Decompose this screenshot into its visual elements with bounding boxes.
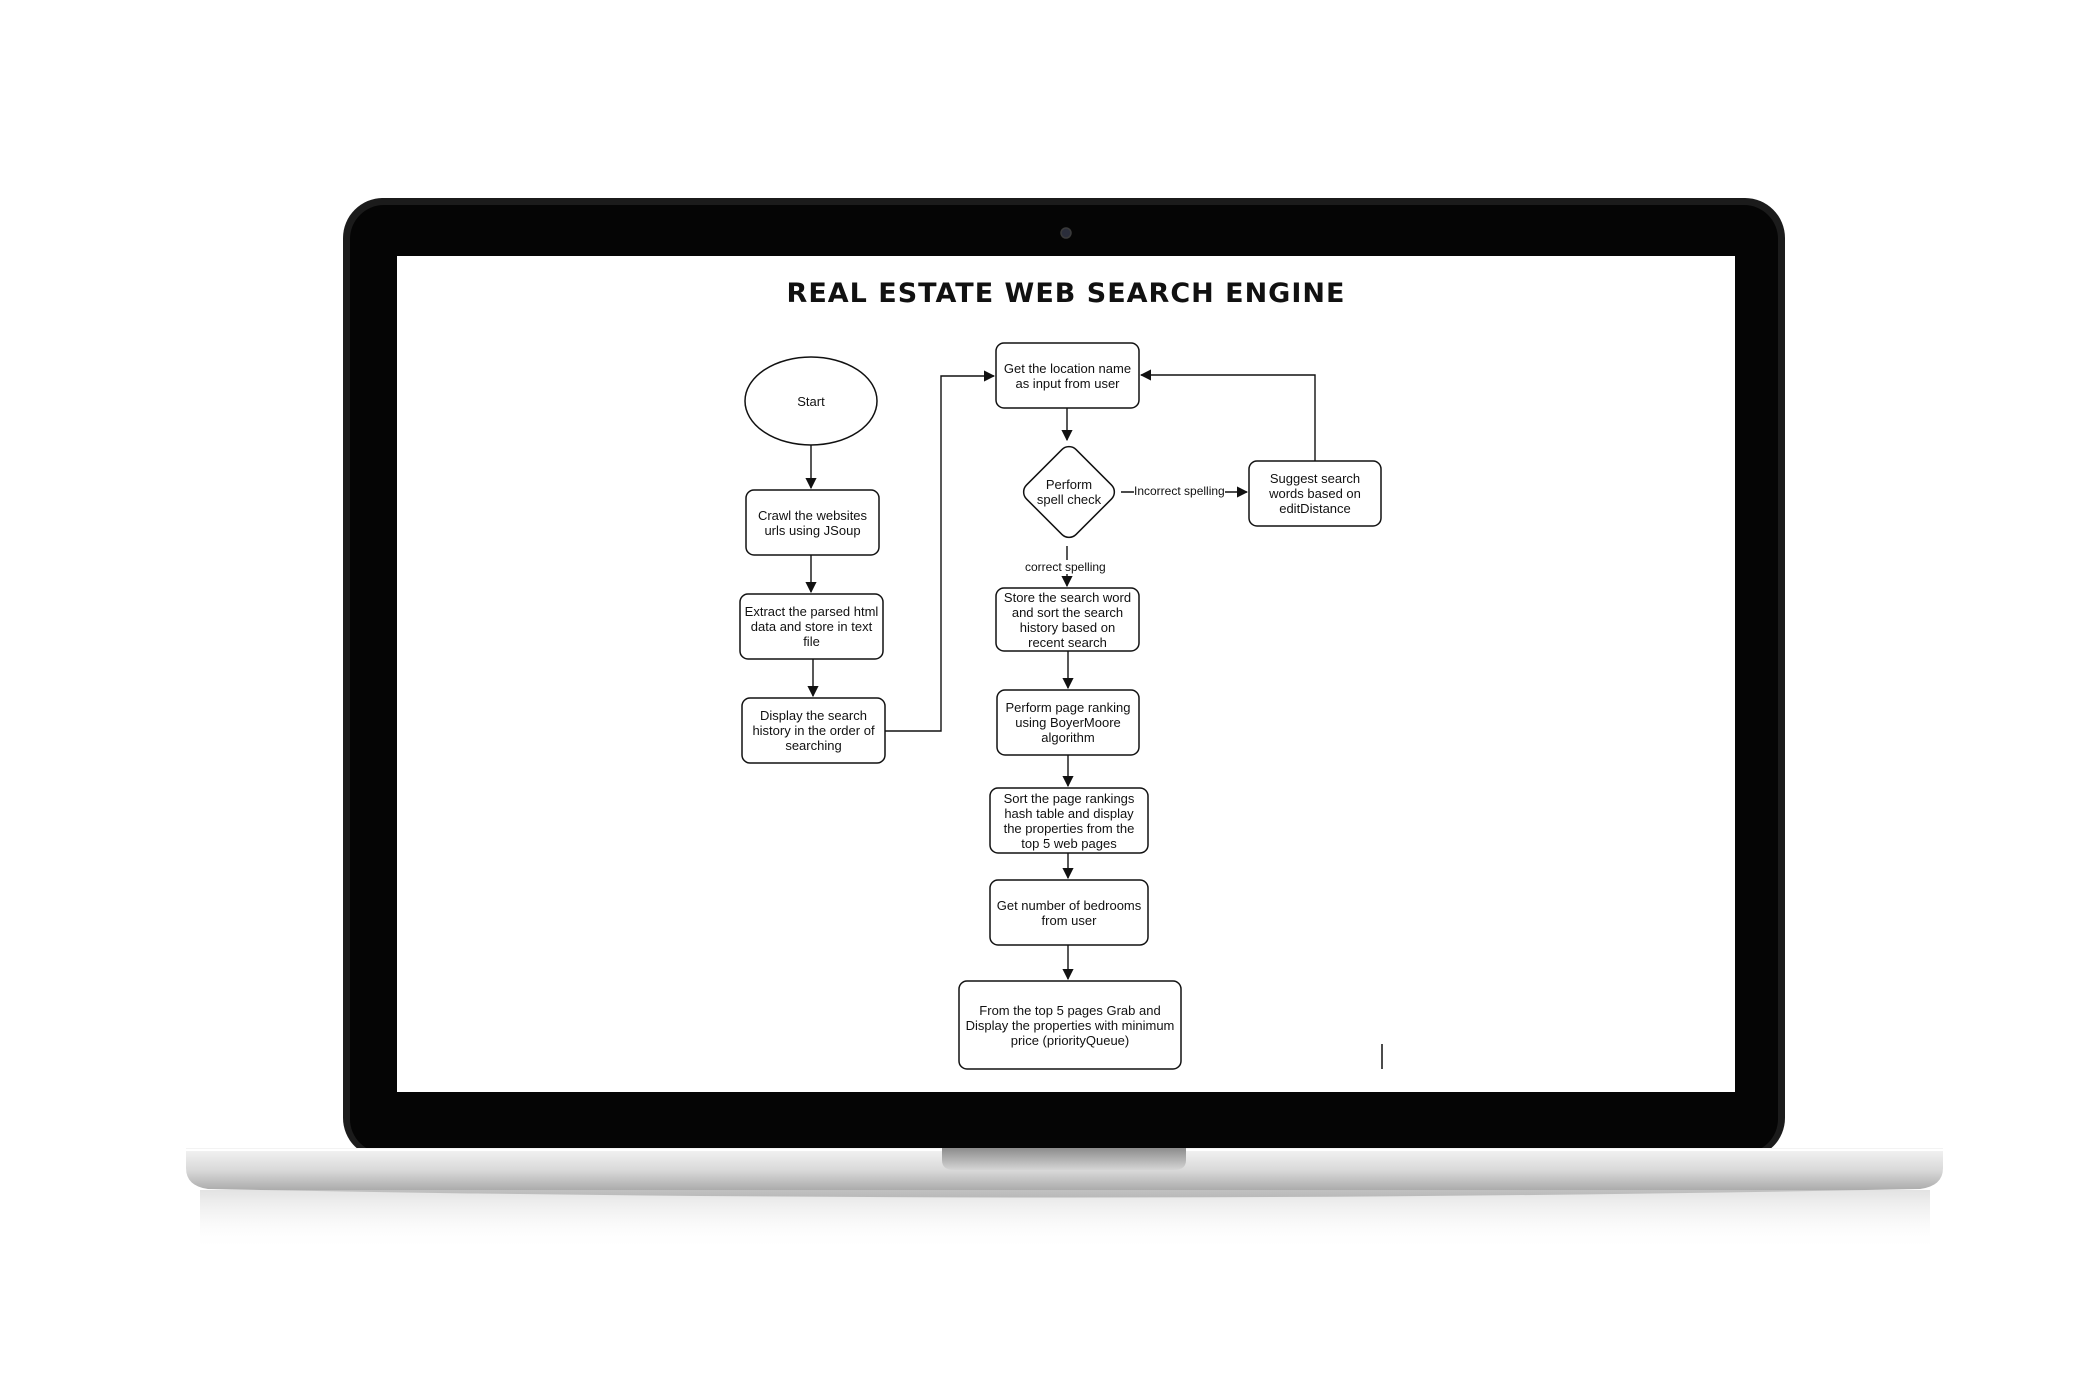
flowchart-canvas <box>739 342 1383 1070</box>
laptop-screen: REAL ESTATE WEB SEARCH ENGINE Start Craw… <box>397 256 1735 1092</box>
min-price-shape <box>958 980 1182 1070</box>
diagram-title: REAL ESTATE WEB SEARCH ENGINE <box>786 278 1346 309</box>
crawl-shape <box>745 489 880 556</box>
edge-suggest-location <box>1139 369 1316 461</box>
spell-check-shape <box>1022 445 1116 539</box>
extract-shape <box>739 593 884 660</box>
incorrect-spelling-label: Incorrect spelling <box>1134 484 1225 498</box>
laptop-base <box>186 1148 1943 1198</box>
correct-spelling-label: correct spelling <box>1025 560 1106 574</box>
bedrooms-shape <box>989 879 1149 946</box>
sort-rankings-node: Sort the page rankings hash table and di… <box>1003 790 1135 851</box>
page-ranking-node: Perform page ranking using BoyerMoore al… <box>1005 700 1131 745</box>
edge-display-location <box>885 370 996 732</box>
webcam <box>1060 227 1072 239</box>
suggest-node: Suggest search words based on editDistan… <box>1269 471 1361 516</box>
start-node: Start <box>797 393 825 409</box>
spell-check-node: Perform spell check <box>1036 477 1102 507</box>
hinge-notch <box>942 1148 1186 1170</box>
store-search-node: Store the search word and sort the searc… <box>1003 589 1132 650</box>
crawl-node: Crawl the websites urls using JSoup <box>757 507 868 538</box>
bedrooms-node: Get number of bedrooms from user <box>996 897 1142 928</box>
display-history-node: Display the search history in the order … <box>752 708 875 753</box>
get-location-node: Get the location name as input from user <box>1003 360 1132 391</box>
min-price-node: From the top 5 pages Grab and Display th… <box>965 1002 1175 1048</box>
extract-node: Extract the parsed html data and store i… <box>744 604 879 649</box>
sort-rankings-shape <box>989 787 1149 854</box>
